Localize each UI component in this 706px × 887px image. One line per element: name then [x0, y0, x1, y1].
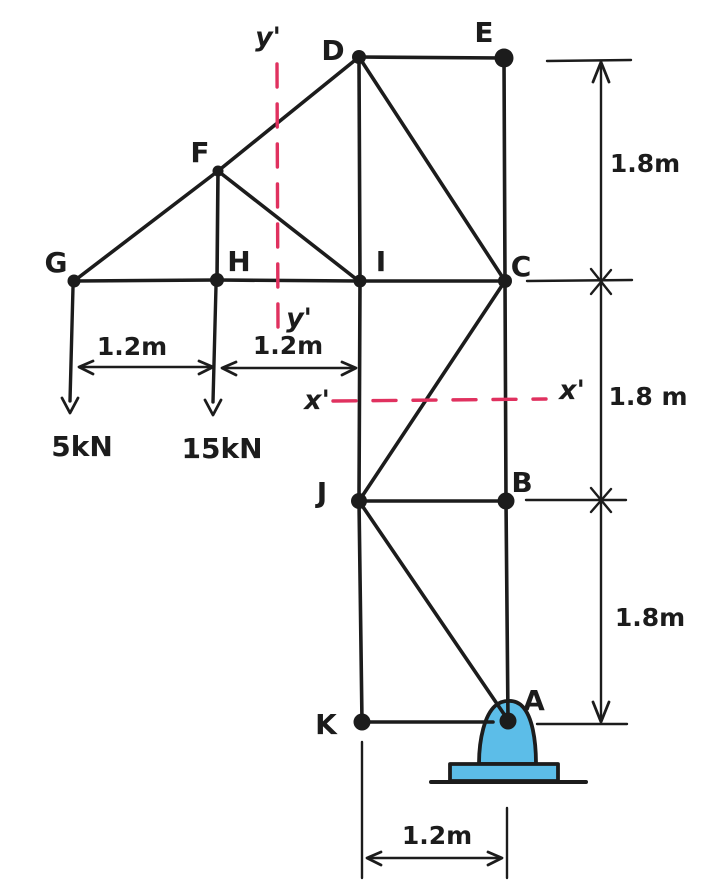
- dimension-right-column: [524, 58, 634, 726]
- member-F-I: [216, 169, 362, 284]
- dimension-K-A: [360, 740, 509, 880]
- member-G-F: [72, 169, 220, 283]
- dimension-H-I: [220, 360, 358, 377]
- node-dot-A: [499, 712, 517, 730]
- member-D-I: [357, 55, 362, 283]
- force-arrowhead-H: [203, 398, 223, 417]
- member-F-H: [215, 169, 220, 282]
- member-B-A: [504, 499, 510, 722]
- node-label-E: E: [474, 16, 493, 49]
- member-E-C: [502, 56, 507, 283]
- centroid-axes: [275, 62, 548, 403]
- dim-arrow-hi-right: [340, 360, 358, 377]
- dim-label-cb: 1.8 m: [608, 382, 687, 411]
- node-label-K: K: [315, 708, 338, 741]
- node-dot-D: [352, 50, 366, 64]
- member-I-J: [357, 279, 362, 503]
- support-dome: [477, 698, 538, 766]
- axis-label-x-left: x': [302, 385, 330, 416]
- force-labels: 5kN 15kN: [51, 430, 262, 465]
- x-mark-at-C-level: [589, 267, 613, 296]
- tick-at-E-level: [545, 58, 633, 63]
- member-H-I: [215, 278, 362, 283]
- member-C-B: [503, 279, 508, 503]
- axis-label-y-top: y': [255, 22, 281, 53]
- axis-labels: y' y' x' x': [255, 22, 585, 416]
- dimension-labels: 1.2m 1.2m 1.2m 1.8m 1.8 m 1.8m: [97, 149, 688, 850]
- force-line-G: [68, 285, 75, 403]
- node-label-C: C: [511, 250, 532, 283]
- member-F-D: [216, 55, 361, 173]
- node-label-B: B: [511, 466, 532, 499]
- force-arrow-at-G: [60, 285, 80, 415]
- member-J-K: [357, 499, 364, 724]
- dimension-G-H: [77, 359, 215, 376]
- node-label-F: F: [190, 136, 209, 169]
- node-dot-E: [494, 48, 514, 68]
- member-D-C: [357, 55, 507, 283]
- force-label-5kN: 5kN: [51, 430, 113, 463]
- dim-label-hi: 1.2m: [253, 331, 323, 360]
- x-mark-stroke: [589, 268, 613, 296]
- member-D-E: [357, 55, 506, 60]
- dim-arrow-up: [591, 60, 611, 84]
- node-label-A: A: [523, 684, 545, 717]
- x-mark-stroke: [589, 487, 613, 514]
- dim-arrow-gh-left: [77, 359, 95, 376]
- dim-arrow-gh-right: [197, 359, 215, 376]
- node-dot-J: [351, 493, 367, 509]
- node-label-H: H: [227, 245, 250, 278]
- x-mark-at-B-level: [589, 486, 613, 514]
- node-label-D: D: [321, 34, 344, 67]
- member-G-H: [72, 278, 219, 283]
- dim-arrow-down: [591, 700, 611, 724]
- member-J-A: [357, 499, 510, 722]
- node-dot-K: [353, 713, 371, 731]
- x-prime-axis-line: [331, 397, 548, 403]
- node-dot-C: [498, 274, 512, 288]
- node-dot-B: [497, 492, 515, 510]
- force-label-15kN: 15kN: [181, 432, 262, 465]
- node-dots: [67, 48, 517, 731]
- node-label-J: J: [315, 476, 327, 509]
- force-line-H: [211, 284, 218, 404]
- force-arrowhead-G: [60, 396, 80, 415]
- node-labels: D E F G H I C J B K A: [45, 16, 546, 741]
- support-base-plate: [448, 762, 560, 783]
- dim-label-ba: 1.8m: [615, 603, 685, 632]
- member-C-J: [357, 279, 507, 503]
- dim-arrow-ka-right: [486, 850, 504, 867]
- node-dot-I: [353, 274, 367, 288]
- y-prime-axis-line: [275, 62, 280, 332]
- dim-label-ec: 1.8m: [610, 149, 680, 178]
- node-dot-G: [67, 274, 81, 288]
- dim-arrow-hi-left: [220, 360, 238, 377]
- truss-members: [72, 55, 510, 724]
- force-arrow-at-H: [203, 284, 223, 417]
- axis-label-y-bottom: y': [286, 303, 312, 334]
- axis-label-x-right: x': [557, 375, 585, 406]
- node-label-I: I: [376, 245, 386, 278]
- dim-arrow-ka-left: [365, 850, 383, 867]
- node-label-G: G: [45, 246, 68, 279]
- tick-at-C-level: [525, 278, 634, 283]
- node-dot-H: [210, 273, 224, 287]
- node-dot-F: [212, 165, 224, 177]
- dim-label-ka: 1.2m: [402, 821, 472, 850]
- dim-label-gh: 1.2m: [97, 332, 167, 361]
